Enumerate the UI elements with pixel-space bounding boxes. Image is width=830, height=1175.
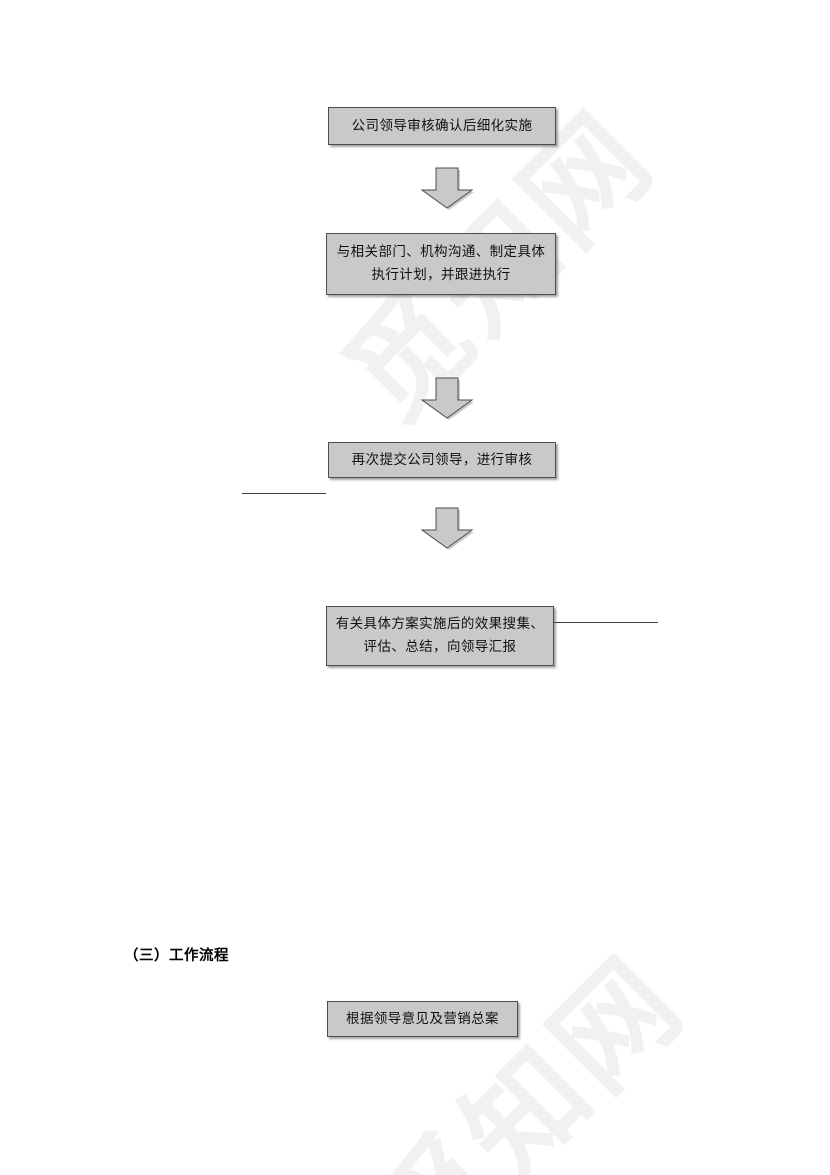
down-arrow-icon-3 xyxy=(418,506,476,550)
stray-rule-left xyxy=(242,493,326,494)
flow-node-3: 再次提交公司领导，进行审核 xyxy=(328,442,556,478)
down-arrow-icon-1 xyxy=(418,166,476,210)
flow-node-4: 有关具体方案实施后的效果搜集、评估、总结，向领导汇报 xyxy=(326,606,554,666)
flow-node-4-label: 有关具体方案实施后的效果搜集、评估、总结，向领导汇报 xyxy=(335,616,545,655)
flow-node-2-label: 与相关部门、机构沟通、制定具体执行计划，并跟进执行 xyxy=(336,244,546,283)
flow-node-1: 公司领导审核确认后细化实施 xyxy=(328,107,556,145)
flow-node-3-label: 再次提交公司领导，进行审核 xyxy=(351,451,533,468)
flow-node-2: 与相关部门、机构沟通、制定具体执行计划，并跟进执行 xyxy=(326,233,556,295)
section-heading: （三）工作流程 xyxy=(124,948,229,964)
stray-rule-right xyxy=(553,622,658,623)
down-arrow-icon-2 xyxy=(418,376,476,420)
flow-node-1-label: 公司领导审核确认后细化实施 xyxy=(351,117,533,134)
watermark-bottom: 觅知网 xyxy=(349,931,710,1175)
flow-node-5: 根据领导意见及营销总案 xyxy=(327,1001,518,1037)
flow-node-5-label: 根据领导意见及营销总案 xyxy=(346,1010,499,1027)
